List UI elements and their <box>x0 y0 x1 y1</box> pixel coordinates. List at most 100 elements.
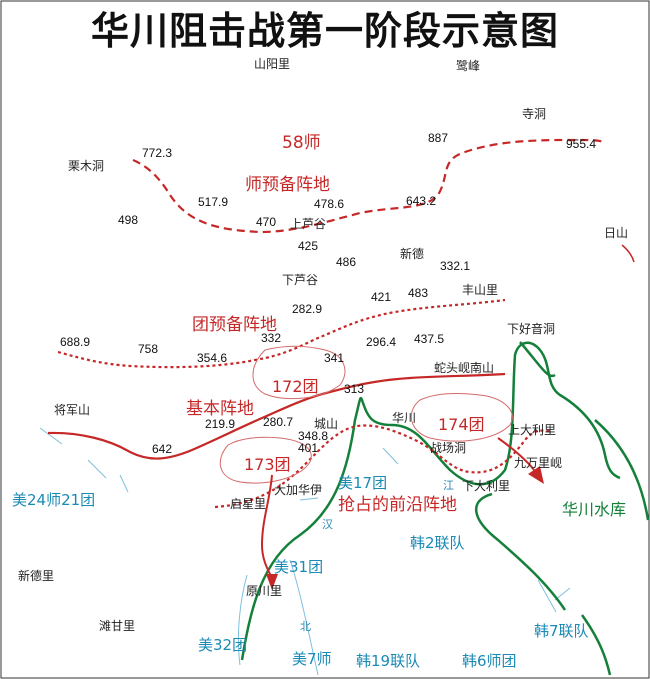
river-tick <box>299 497 319 501</box>
regiment-172-zone <box>252 345 346 400</box>
label-us-17: 美17团 <box>338 474 387 492</box>
river-tick <box>87 459 107 479</box>
river-label-bei: 北 <box>300 620 311 633</box>
place-tangganli: 滩甘里 <box>99 619 135 633</box>
place-sidong: 寺洞 <box>522 107 546 121</box>
place-rishan: 日山 <box>604 226 628 240</box>
front-position-line <box>214 424 553 509</box>
regiment-173-zone <box>219 436 312 484</box>
elevation-401: 401 <box>298 441 318 455</box>
elevation-296-4: 296.4 <box>366 335 396 349</box>
label-division-reserve: 师预备阵地 <box>245 175 330 195</box>
place-xiahaoyindong: 下好音洞 <box>507 321 555 336</box>
label-rok-6: 韩6师团 <box>462 652 517 670</box>
elevation-470: 470 <box>256 215 276 229</box>
label-us-31: 美31团 <box>274 558 323 576</box>
arrow-head-173 <box>266 574 278 590</box>
elevation-332: 332 <box>261 331 281 345</box>
label-58-division: 58师 <box>282 133 321 153</box>
place-shangdalili: 上大利里 <box>508 423 556 437</box>
elevation-348-8: 348.8 <box>298 429 328 443</box>
elevation-219-9: 219.9 <box>205 417 235 431</box>
green-line-southeast <box>580 614 612 676</box>
elevation-772-3: 772.3 <box>142 146 172 160</box>
elevation-517-9: 517.9 <box>198 195 228 209</box>
green-line-east <box>594 419 650 521</box>
place-zhanchangdong: 战场洞 <box>430 441 466 455</box>
elevation-313: 313 <box>344 382 364 396</box>
rishan-mark <box>621 244 635 263</box>
place-qishanli: 启星里 <box>230 497 266 511</box>
elevation-478-6: 478.6 <box>314 197 344 211</box>
place-xiadalili: 下大利里 <box>462 479 510 493</box>
river-tick <box>537 579 557 613</box>
elevation-421: 421 <box>371 290 391 304</box>
reservoir-boundary <box>240 341 650 676</box>
elevation-955-4: 955.4 <box>566 137 596 151</box>
label-rok-19: 韩19联队 <box>356 652 420 670</box>
place-shetouyannanshan: 蛇头岘南山 <box>434 360 494 375</box>
place-wanlixian: 九万里岘 <box>514 456 562 470</box>
elevation-642: 642 <box>152 442 172 456</box>
elevation-437-5: 437.5 <box>414 332 444 346</box>
label-reservoir: 华川水库 <box>562 500 626 519</box>
place-lufeng: 鹭峰 <box>456 58 480 73</box>
place-xialugu: 下芦谷 <box>282 273 318 287</box>
label-rok-7: 韩7联队 <box>534 622 589 640</box>
arrow-173-south <box>260 474 273 579</box>
place-shanyangli: 山阳里 <box>254 57 290 71</box>
elevation-282-9: 282.9 <box>292 302 322 316</box>
river-bank <box>289 559 319 676</box>
river-han <box>39 427 571 676</box>
place-fengshanli: 丰山里 <box>462 283 498 297</box>
place-chengshan: 城山 <box>314 417 338 431</box>
place-shanglugu: 上芦谷 <box>290 217 326 231</box>
green-line-inlet <box>519 341 556 378</box>
elevation-498: 498 <box>118 213 138 227</box>
label-regiment-reserve: 团预备阵地 <box>192 315 277 335</box>
river-tick <box>39 427 63 445</box>
place-dajiaye: 大加华伊 <box>274 483 322 497</box>
label-basic-position: 基本阵地 <box>186 399 254 419</box>
elevation-688-9: 688.9 <box>60 335 90 349</box>
elevation-341: 341 <box>324 351 344 365</box>
elevation-483: 483 <box>408 286 428 300</box>
attack-arrows <box>260 437 544 590</box>
label-regiment-172: 172团 <box>272 377 319 396</box>
page-title: 华川阻击战第一阶段示意图 <box>91 8 559 53</box>
elevation-332-1: 332.1 <box>440 259 470 273</box>
green-line-main <box>240 341 621 661</box>
arrow-174-east <box>497 437 535 471</box>
regiment-reserve-line <box>57 298 506 369</box>
elevation-887: 887 <box>428 131 448 145</box>
division-reserve-line <box>132 138 605 234</box>
river-tick <box>382 447 399 465</box>
elevation-425: 425 <box>298 239 318 253</box>
regiment-174-zone <box>410 392 513 442</box>
elevation-354-6: 354.6 <box>197 351 227 365</box>
green-line-south <box>474 492 567 611</box>
place-limudong: 栗木洞 <box>68 159 104 173</box>
elevation-486: 486 <box>336 255 356 269</box>
elevation-280-7: 280.7 <box>263 415 293 429</box>
place-xinde: 新德 <box>400 246 424 261</box>
label-rok-2: 韩2联队 <box>410 534 465 552</box>
label-regiment-174: 174团 <box>438 415 485 434</box>
label-front-position: 抢占的前沿阵地 <box>338 495 457 515</box>
place-yuanchuanli: 原川里 <box>246 584 282 598</box>
label-regiment-173: 173团 <box>244 455 291 474</box>
label-us-7: 美7师 <box>292 650 332 668</box>
river-bank <box>237 574 248 666</box>
place-xindeli: 新德里 <box>18 568 54 583</box>
basic-position-line <box>47 372 506 460</box>
label-us-24-21: 美24师21团 <box>12 491 95 509</box>
river-tick <box>119 474 129 493</box>
label-us-32: 美32团 <box>198 636 247 654</box>
river-label-han: 汉 <box>322 518 333 531</box>
river-label-jiang: 江 <box>443 479 454 492</box>
elevation-758: 758 <box>138 342 158 356</box>
place-jiangjunshan: 将军山 <box>54 403 90 417</box>
